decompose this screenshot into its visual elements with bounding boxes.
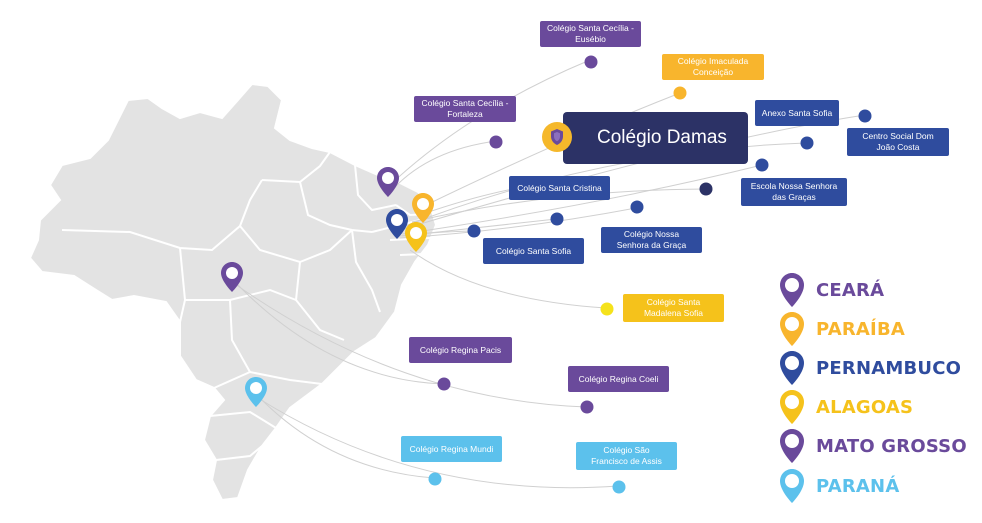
map-pin-ceara[interactable] bbox=[377, 167, 399, 197]
map-pin-parana[interactable] bbox=[245, 377, 267, 407]
school-dot[interactable] bbox=[699, 182, 713, 196]
school-dot[interactable] bbox=[584, 55, 598, 69]
legend-item-mato-grosso: MATO GROSSO bbox=[778, 428, 967, 464]
map-pin-mato-grosso[interactable] bbox=[221, 262, 243, 292]
legend-item-pernambuco: PERNAMBUCO bbox=[778, 350, 961, 386]
school-label[interactable]: Colégio Nossa Senhora da Graça bbox=[601, 227, 702, 253]
brazil-country-shape bbox=[28, 82, 438, 502]
school-dot[interactable] bbox=[428, 472, 442, 486]
school-label[interactable]: Colégio Santa Cecília - Fortaleza bbox=[414, 96, 516, 122]
map-pin-icon bbox=[780, 429, 804, 463]
school-label[interactable]: Colégio Santa Cristina bbox=[509, 176, 610, 200]
map-pin-icon bbox=[780, 469, 804, 503]
school-label[interactable]: Colégio Santa Cecília - Eusébio bbox=[540, 21, 641, 47]
school-dot[interactable] bbox=[755, 158, 769, 172]
legend-label: PERNAMBUCO bbox=[816, 357, 962, 379]
school-dot[interactable] bbox=[550, 212, 564, 226]
shield-icon bbox=[551, 129, 563, 145]
school-dot[interactable] bbox=[467, 224, 481, 238]
legend-label: PARANÁ bbox=[816, 475, 900, 497]
school-label[interactable]: Colégio Regina Pacis bbox=[409, 337, 512, 363]
legend-item-ceara: CEARÁ bbox=[778, 272, 884, 308]
school-dot[interactable] bbox=[437, 377, 451, 391]
legend-item-alagoas: ALAGOAS bbox=[778, 389, 913, 425]
school-dot[interactable] bbox=[630, 200, 644, 214]
school-label[interactable]: Colégio Imaculada Conceição bbox=[662, 54, 764, 80]
legend-label: MATO GROSSO bbox=[816, 435, 967, 457]
school-dot[interactable] bbox=[489, 135, 503, 149]
school-dot[interactable] bbox=[800, 136, 814, 150]
map-pin-icon bbox=[780, 273, 804, 307]
school-dot[interactable] bbox=[580, 400, 594, 414]
legend-item-parana: PARANÁ bbox=[778, 468, 899, 504]
school-dot[interactable] bbox=[673, 86, 687, 100]
school-label[interactable]: Colégio Regina Coeli bbox=[568, 366, 669, 392]
school-dot[interactable] bbox=[600, 302, 614, 316]
school-dot[interactable] bbox=[612, 480, 626, 494]
title-text: Colégio Damas bbox=[597, 127, 727, 148]
school-label[interactable]: Escola Nossa Senhora das Graças bbox=[741, 178, 847, 206]
map-pin-pernambuco[interactable] bbox=[386, 209, 408, 239]
map-pin-icon bbox=[780, 351, 804, 385]
legend-label: ALAGOAS bbox=[816, 396, 914, 418]
map-pin-paraiba[interactable] bbox=[412, 193, 434, 223]
legend-label: CEARÁ bbox=[816, 279, 885, 301]
page-title: Colégio Damas bbox=[563, 112, 748, 164]
school-label[interactable]: Colégio Santa Madalena Sofia bbox=[623, 294, 724, 322]
map-pin-alagoas[interactable] bbox=[405, 222, 427, 252]
map-pin-icon bbox=[780, 390, 804, 424]
shield-badge-icon bbox=[542, 122, 572, 152]
legend-label: PARAÍBA bbox=[816, 318, 906, 340]
school-dot[interactable] bbox=[858, 109, 872, 123]
school-label[interactable]: Colégio São Francisco de Assis bbox=[576, 442, 677, 470]
school-label[interactable]: Anexo Santa Sofia bbox=[755, 100, 839, 126]
school-label[interactable]: Colégio Santa Sofia bbox=[483, 238, 584, 264]
school-label[interactable]: Centro Social Dom João Costa bbox=[847, 128, 949, 156]
school-label[interactable]: Colégio Regina Mundi bbox=[401, 436, 502, 462]
legend-item-paraiba: PARAÍBA bbox=[778, 311, 905, 347]
map-pin-icon bbox=[780, 312, 804, 346]
